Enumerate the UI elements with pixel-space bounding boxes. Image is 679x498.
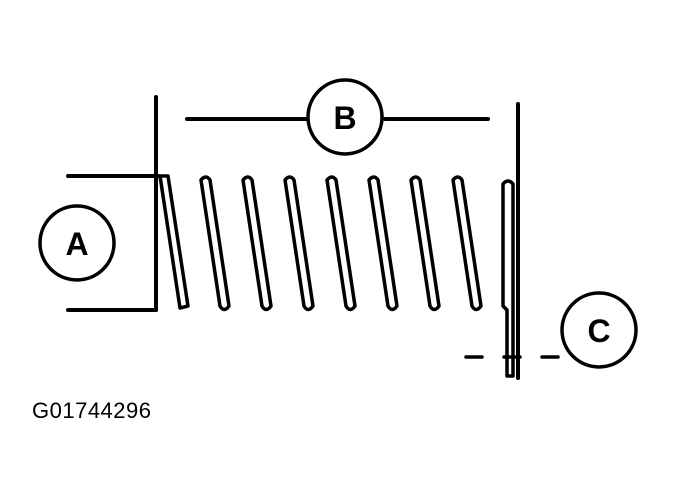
spring-coil [241,175,273,312]
callout-a-label: A [65,226,88,262]
callout-c-label: C [587,313,610,349]
callout-b-circle [306,78,384,156]
spring-coil [283,175,315,312]
callout-b: B [306,78,384,156]
spring-coils [158,174,515,378]
callout-a: A [38,204,116,282]
spring-end-coil [501,179,515,378]
callout-c-circle [560,291,638,369]
callout-c: C [560,291,638,369]
spring-coil [409,175,441,312]
spring-coil [325,175,357,312]
spring-coil [367,175,399,312]
callout-b-label: B [333,100,356,136]
spring-coil [451,175,483,312]
callout-a-circle [38,204,116,282]
spring-coil [199,175,231,312]
figure-id: G01744296 [32,398,152,423]
spring-coil [158,174,190,310]
